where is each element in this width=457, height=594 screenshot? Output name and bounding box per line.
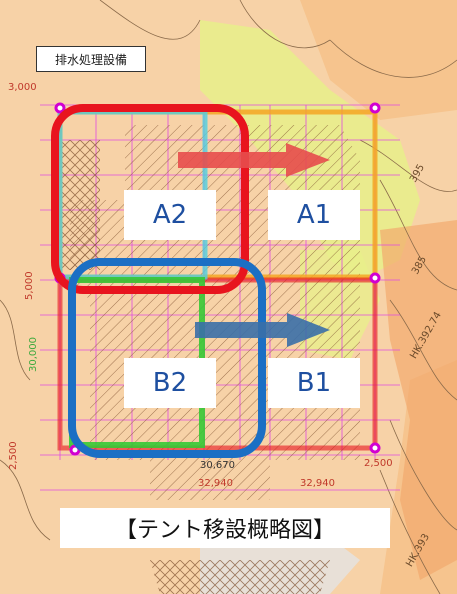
- arrow-a-to-a1: [178, 143, 330, 177]
- diagram-title: 【テント移設概略図】: [60, 508, 390, 548]
- dimension-label: 3,000: [8, 82, 37, 93]
- zone-label-a2: A2: [124, 190, 216, 240]
- dimension-label: 2,500: [364, 458, 393, 469]
- zone-label-a1: A1: [268, 190, 360, 240]
- dimension-label: 32,940: [198, 478, 233, 489]
- dimension-label: 32,940: [300, 478, 335, 489]
- zone-label-b1: B1: [268, 358, 360, 408]
- facility-label: 排水処理設備: [36, 46, 146, 72]
- dimension-label: 2,500: [8, 441, 19, 470]
- dimension-label: 30,000: [28, 337, 39, 372]
- zone-b-outline: [68, 258, 266, 458]
- zone-a-outline: [51, 104, 249, 294]
- zone-label-b2: B2: [124, 358, 216, 408]
- arrow-b-to-b1: [195, 313, 330, 347]
- dimension-label: 30,670: [200, 460, 235, 471]
- dimension-label: 5,000: [24, 271, 35, 300]
